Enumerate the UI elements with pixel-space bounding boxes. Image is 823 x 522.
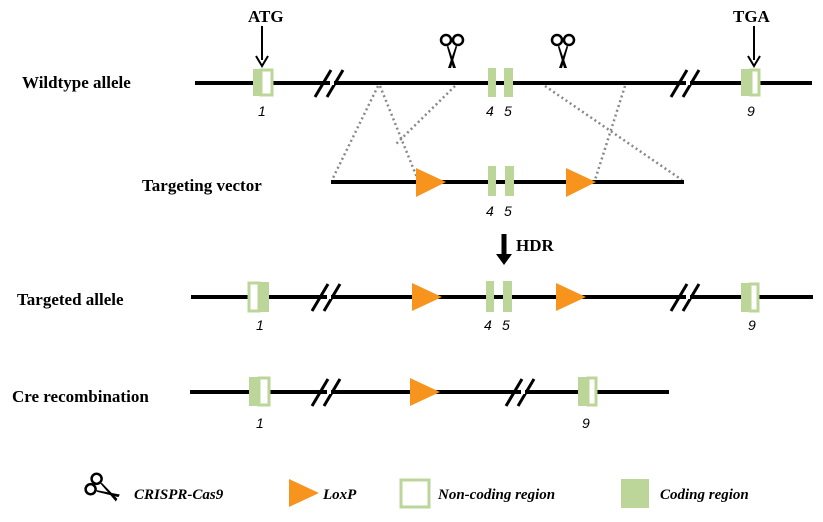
exon-9-noncoding [748, 282, 760, 313]
loxp-triangle-icon [566, 168, 596, 197]
scissors-icon [439, 33, 465, 70]
targeting-vector: Targeting vector 4 5 [142, 166, 684, 219]
exon-5 [505, 166, 514, 196]
exon-number-1: 1 [258, 103, 266, 119]
targeted-label: Targeted allele [17, 290, 124, 309]
exon-1-noncoding [257, 376, 271, 407]
targeted-allele: Targeted allele 1 4 5 9 [17, 281, 813, 333]
exon-1-coding [259, 282, 269, 312]
legend-loxp-label: LoxP [322, 487, 357, 503]
loxp-triangle-icon [416, 168, 446, 197]
arrow-down-icon [255, 26, 269, 68]
exon-number-4: 4 [484, 317, 492, 333]
loxp-triangle-icon [412, 283, 442, 311]
exon-1-coding [249, 377, 259, 406]
loxp-triangle-icon [556, 283, 586, 311]
scissors-icon [82, 470, 125, 509]
scissors-icon [550, 33, 576, 70]
break-mark [310, 283, 342, 312]
legend-coding-label: Coding region [660, 487, 749, 503]
wildtype-label: Wildtype allele [22, 73, 131, 92]
exon-number-1: 1 [256, 415, 264, 431]
exon-4 [486, 281, 494, 312]
break-mark [669, 69, 701, 98]
exon-number-4: 4 [486, 203, 494, 219]
exon-9-coding [741, 69, 751, 96]
exon-number-9: 9 [582, 415, 590, 431]
exon-number-5: 5 [504, 203, 512, 219]
noncoding-swatch [399, 478, 431, 509]
break-mark [504, 378, 536, 407]
tga-label: TGA [733, 7, 771, 26]
cre-label: Cre recombination [12, 387, 149, 406]
break-mark [310, 378, 342, 407]
homology-lines [330, 84, 683, 182]
arrow-head [496, 254, 512, 265]
loxp-triangle-icon [289, 479, 319, 507]
exon-4 [488, 166, 496, 196]
exon-9-noncoding [749, 68, 761, 97]
legend: CRISPR-Cas9 LoxP Non-coding region Codin… [82, 470, 749, 509]
exon-9-coding [741, 283, 750, 312]
exon-number-4: 4 [486, 103, 494, 119]
atg-label: ATG [248, 7, 284, 26]
cre-recombination: Cre recombination 1 9 [12, 376, 669, 431]
exon-1-noncoding [259, 68, 274, 97]
break-mark [313, 69, 345, 98]
arrow-down-icon [747, 26, 761, 68]
exon-1-coding [253, 69, 261, 96]
coding-swatch [621, 479, 649, 508]
exon-number-5: 5 [502, 317, 510, 333]
hdr-label: HDR [516, 236, 555, 255]
loxp-triangle-icon [410, 378, 440, 406]
exon-number-9: 9 [748, 317, 756, 333]
exon-5 [503, 281, 512, 312]
break-mark [669, 283, 701, 312]
exon-5 [504, 68, 513, 97]
exon-4 [488, 68, 496, 97]
exon-number-5: 5 [504, 103, 512, 119]
exon-1-noncoding [247, 281, 261, 313]
exon-9-noncoding [586, 376, 598, 407]
vector-label: Targeting vector [142, 176, 262, 195]
legend-crispr-label: CRISPR-Cas9 [134, 487, 224, 503]
exon-9-coding [578, 377, 588, 406]
exon-number-1: 1 [256, 317, 264, 333]
exon-number-9: 9 [747, 103, 755, 119]
wildtype-allele: Wildtype allele 1 4 5 9 ATG [22, 7, 812, 119]
hdr-step: HDR [496, 234, 555, 265]
legend-noncoding-label: Non-coding region [437, 487, 555, 503]
